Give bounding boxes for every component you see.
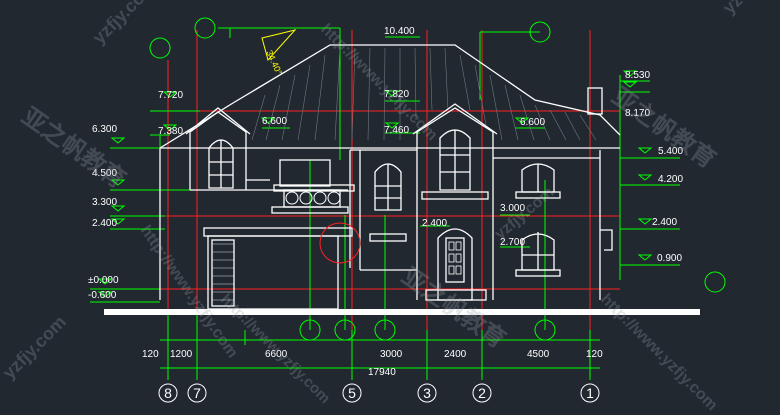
elev-10-400: 10.400 xyxy=(384,26,415,37)
elevation-labels-right: 8.530 8.170 5.400 4.200 2.400 0.900 xyxy=(625,70,683,264)
axis-label-2: 2 xyxy=(478,385,486,401)
roof-slope-indicator: 34.40° xyxy=(261,29,297,77)
elevation-labels-left: 7.720 7.380 6.300 4.500 3.300 2.400 ±0.0… xyxy=(88,90,183,301)
elev-8-530: 8.530 xyxy=(625,70,650,81)
building-outline xyxy=(159,44,621,310)
axis-grid-lines xyxy=(160,30,620,330)
elev-3-000: 3.000 xyxy=(500,203,525,214)
elev-2-700: 2.700 xyxy=(500,237,525,248)
elev-2-400-right: 2.400 xyxy=(652,217,677,228)
axis-label-3: 3 xyxy=(423,385,431,401)
detail-circle-red xyxy=(319,222,361,264)
elev-0-000: ±0.000 xyxy=(88,275,119,286)
elev-3-300: 3.300 xyxy=(92,197,117,208)
elev-4-200: 4.200 xyxy=(658,174,683,185)
elevation-labels-inner: 10.400 7.820 7.460 6.600 6.600 3.000 2.7… xyxy=(262,26,545,248)
elev-7-380: 7.380 xyxy=(158,126,183,137)
watermark-url-top-left: yzfjy.com xyxy=(89,0,160,48)
elev-4-500: 4.500 xyxy=(92,168,117,179)
ground-line xyxy=(104,309,700,315)
elev-6-300: 6.300 xyxy=(92,124,117,135)
watermark-cn-right: 亚之帆教育 xyxy=(607,82,721,174)
dim-120-left: 120 xyxy=(142,349,159,360)
roof-slope-label: 34.40° xyxy=(264,49,284,77)
elev-6-600-left: 6.600 xyxy=(262,116,287,127)
elev-8-170: 8.170 xyxy=(625,108,650,119)
axis-label-8: 8 xyxy=(164,385,172,401)
watermark-url-top-right: yzfjy.com xyxy=(719,0,780,18)
dim-120-right: 120 xyxy=(586,349,603,360)
elev-2-400-left: 2.400 xyxy=(92,218,117,229)
axis-label-5: 5 xyxy=(348,385,356,401)
axis-bubbles xyxy=(158,383,600,403)
elev-2-400-inner: 2.400 xyxy=(422,218,447,229)
dim-1200: 1200 xyxy=(170,349,193,360)
elev-7-820: 7.820 xyxy=(384,89,409,100)
elev-5-400: 5.400 xyxy=(658,146,683,157)
dim-total: 17940 xyxy=(368,367,396,378)
dim-6600: 6600 xyxy=(265,349,288,360)
elev-7-460: 7.460 xyxy=(384,125,409,136)
level-triangles xyxy=(97,70,653,298)
axis-label-7: 7 xyxy=(193,385,201,401)
dimension-labels: 120 1200 6600 3000 2400 4500 120 17940 xyxy=(142,349,603,378)
elev-minus-0-600: -0.600 xyxy=(88,290,117,301)
dim-3000: 3000 xyxy=(380,349,403,360)
axis-label-1: 1 xyxy=(586,385,594,401)
watermark-url-bottom-left: yzfjy.com xyxy=(0,312,70,383)
dim-4500: 4500 xyxy=(527,349,550,360)
dim-2400: 2400 xyxy=(444,349,467,360)
elev-6-600-right: 6.600 xyxy=(520,117,545,128)
axis-labels: 8 7 5 3 2 1 xyxy=(164,385,594,401)
marker-circles xyxy=(149,17,726,341)
elev-0-900: 0.900 xyxy=(657,253,682,264)
elev-7-720: 7.720 xyxy=(158,90,183,101)
